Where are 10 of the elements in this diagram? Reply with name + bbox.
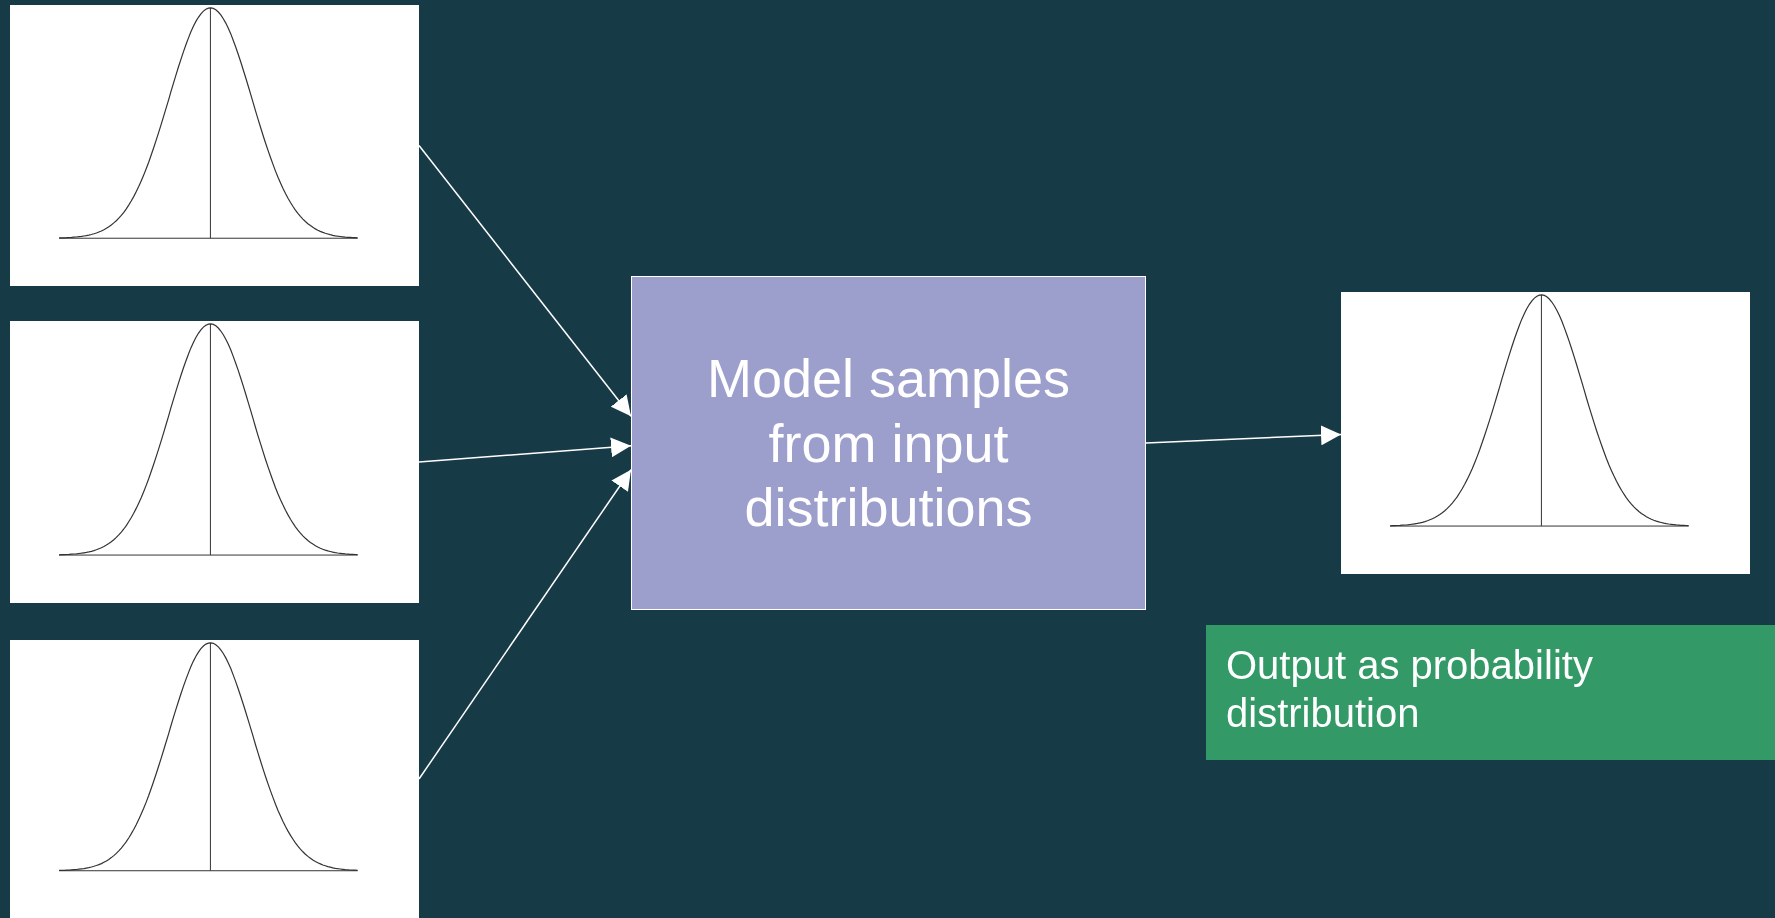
bell-curve-chart [1341, 292, 1750, 574]
arrow [1145, 425, 1342, 446]
bell-curve-chart [10, 321, 419, 603]
arrow [418, 144, 632, 418]
bell-curve-chart [10, 5, 419, 286]
bell-curve-chart [10, 640, 419, 918]
arrow [418, 437, 632, 463]
process-box: Model samples from input distributions [631, 276, 1146, 610]
arrow [418, 468, 632, 780]
note-box: Output as probability distribution [1206, 625, 1775, 760]
